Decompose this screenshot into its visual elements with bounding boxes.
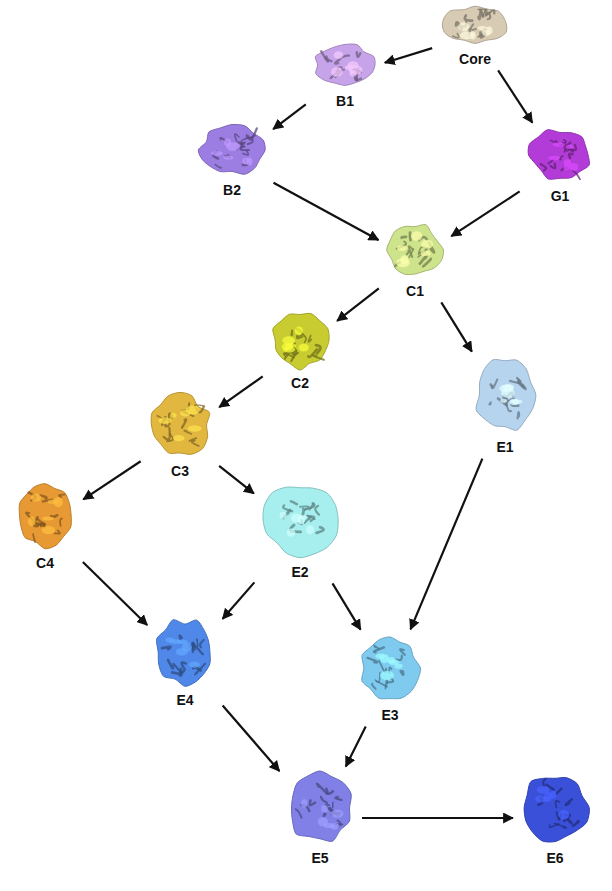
transition-arrow [385, 48, 432, 63]
density-map [285, 770, 355, 846]
density-map [472, 355, 538, 435]
state-label: B2 [194, 182, 270, 198]
density-map-node: E3 [355, 633, 425, 723]
transition-arrow [219, 466, 254, 493]
density-map [147, 391, 213, 459]
state-label: E6 [517, 850, 593, 866]
transition-arrow [274, 183, 379, 240]
density-map-node: C3 [144, 391, 216, 479]
transition-arrow [219, 376, 262, 407]
density-map-node: Core [436, 3, 514, 67]
density-map [439, 3, 511, 47]
transition-arrow [498, 70, 532, 122]
density-map [312, 41, 378, 89]
transition-arrow [451, 191, 519, 236]
transition-arrow [273, 104, 306, 129]
density-map-node: C2 [266, 309, 334, 391]
density-map [260, 480, 340, 560]
state-label: E4 [150, 692, 220, 708]
transition-arrow [223, 705, 280, 771]
transition-arrow [441, 302, 472, 351]
density-map-node: G1 [523, 126, 597, 204]
state-label: C2 [266, 375, 334, 391]
transition-arrow [83, 562, 147, 625]
transition-arrow [346, 727, 366, 767]
density-map [153, 616, 217, 688]
transition-arrow [411, 459, 483, 630]
density-map [13, 479, 77, 551]
density-map [520, 770, 590, 846]
density-map [197, 122, 267, 178]
transition-arrow [362, 817, 513, 819]
transition-arrow [83, 461, 140, 499]
density-map [385, 221, 445, 279]
density-map-node: C4 [10, 479, 80, 571]
state-label: E5 [282, 850, 358, 866]
state-label: E3 [355, 707, 425, 723]
state-label: Core [436, 51, 514, 67]
transition-arrow [337, 288, 379, 321]
state-label: C4 [10, 555, 80, 571]
density-map-node: E4 [150, 616, 220, 708]
density-map [526, 126, 594, 184]
state-label: C1 [382, 283, 448, 299]
state-label: E1 [469, 439, 541, 455]
density-map-node: E1 [469, 355, 541, 455]
density-map-node: B1 [309, 41, 381, 109]
density-map-node: E6 [517, 770, 593, 866]
density-map [358, 633, 422, 703]
density-map-node: E5 [282, 770, 358, 866]
state-label: B1 [309, 93, 381, 109]
density-map [269, 309, 331, 371]
density-map-node: C1 [382, 221, 448, 299]
transition-arrow [332, 583, 360, 629]
density-map-node: B2 [194, 122, 270, 198]
state-label: C3 [144, 463, 216, 479]
state-label: E2 [257, 564, 343, 580]
transition-arrow [223, 582, 255, 618]
state-label: G1 [523, 188, 597, 204]
density-map-node: E2 [257, 480, 343, 580]
